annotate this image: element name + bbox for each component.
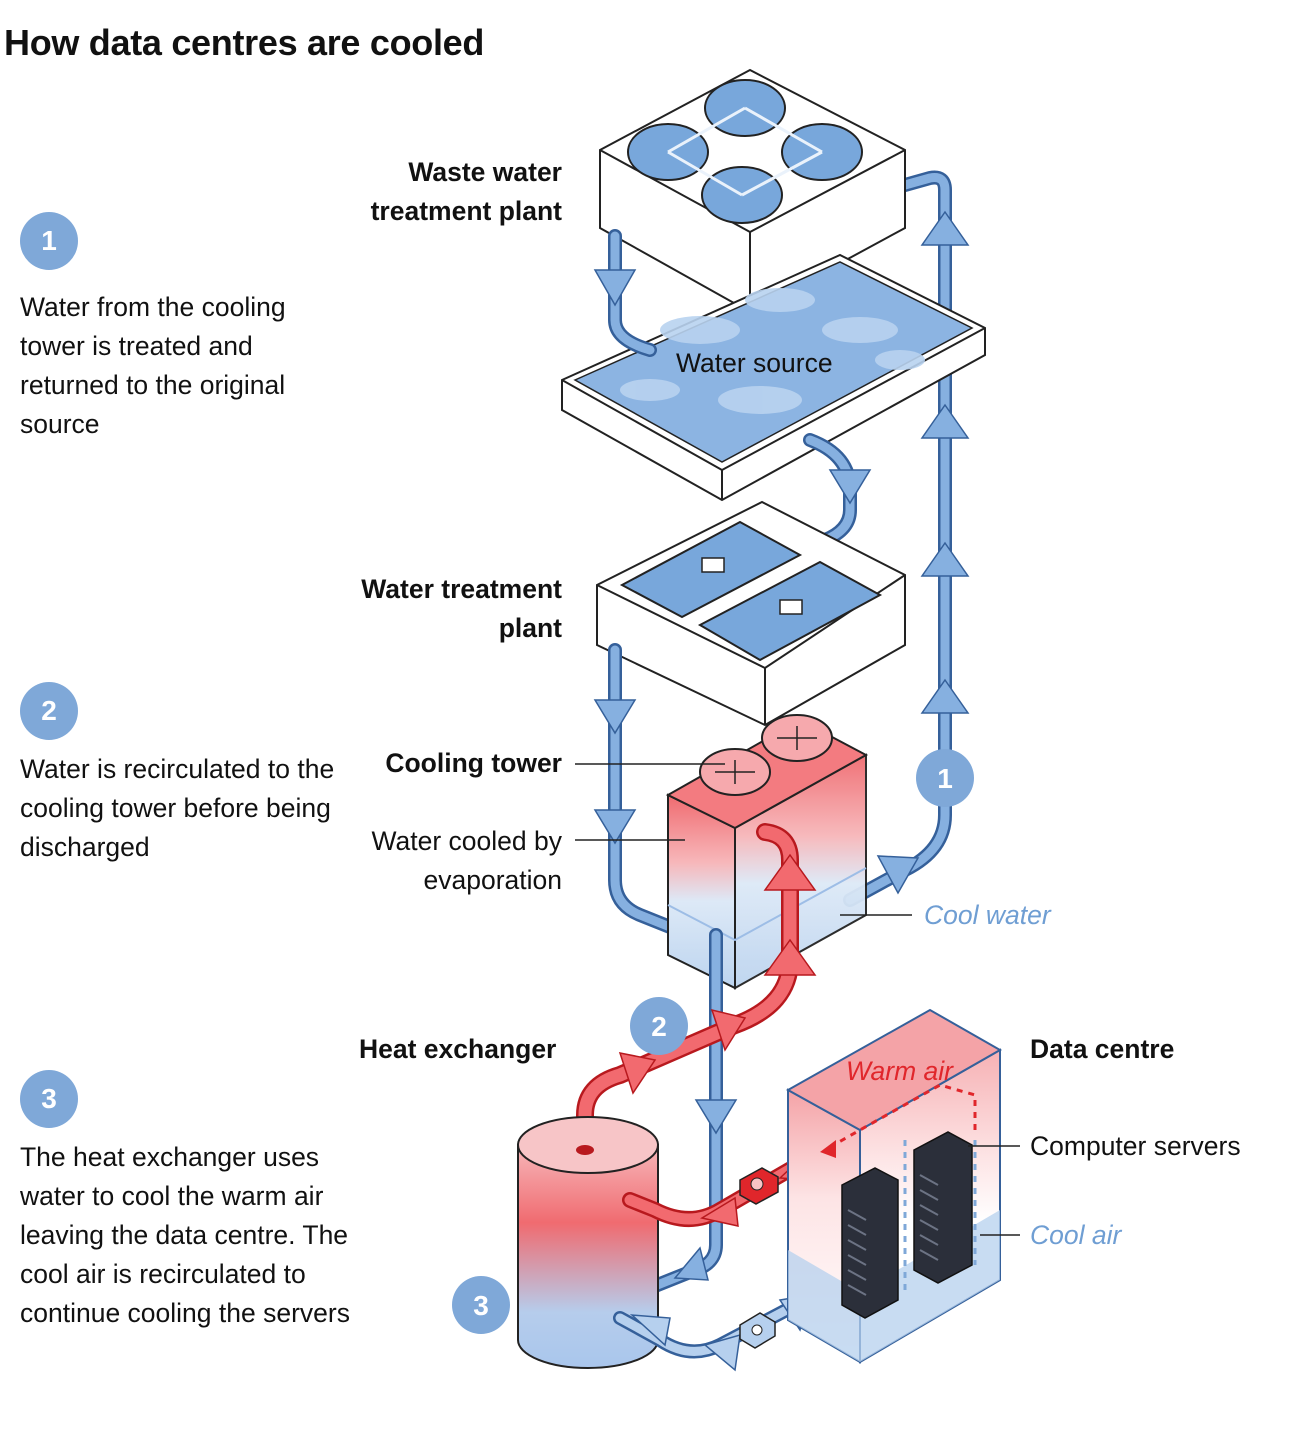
- arrow-down-1: [593, 269, 637, 307]
- diagram-badge-1: [916, 749, 974, 807]
- step-2-text: Water is recirculated to the cooling tow…: [20, 754, 335, 862]
- cooling-tower-icon: [665, 714, 869, 990]
- return-pipe-arrows: [876, 210, 970, 895]
- treatment-to-tower-pipe: [608, 643, 697, 942]
- blue-fan-icon: [739, 1312, 776, 1349]
- server-rack-2: [913, 1131, 973, 1284]
- water-treatment-plant-icon: [596, 500, 906, 727]
- label-water-source: Water source: [676, 348, 833, 378]
- water-source-icon: [561, 253, 986, 502]
- arrow-down-5: [694, 1099, 738, 1135]
- label-cool-air: Cool air: [1030, 1220, 1122, 1250]
- hot-pipe-arrows: [618, 853, 817, 1095]
- diagram-badge-2: [630, 997, 688, 1055]
- diagram-badge-2-number: 2: [651, 1011, 667, 1042]
- step-1-text: Water from the cooling tower is treated …: [20, 292, 286, 439]
- red-fan-icon: [739, 1167, 779, 1205]
- step-2-badge: 2: [20, 682, 78, 740]
- step-1-badge: 1: [20, 212, 78, 270]
- label-waste-water-plant: Waste water treatment plant: [370, 157, 562, 226]
- return-pipe: [843, 170, 952, 907]
- arrow-down-4: [593, 809, 637, 845]
- label-cool-water: Cool water: [924, 900, 1051, 930]
- label-data-centre: Data centre: [1030, 1034, 1175, 1064]
- diagram-badge-3: [452, 1276, 510, 1334]
- page-title: How data centres are cooled: [4, 22, 485, 63]
- diagram-badge-3-number: 3: [473, 1290, 489, 1321]
- waste-to-source-pipe: [608, 229, 657, 357]
- label-warm-air: Warm air: [846, 1056, 953, 1086]
- server-rack-1: [841, 1167, 899, 1319]
- data-centre-icon: [785, 1008, 1003, 1364]
- diagram-badge-1-number: 1: [937, 763, 953, 794]
- label-heat-exchanger: Heat exchanger: [359, 1034, 557, 1064]
- label-water-cooled: Water cooled by evaporation: [371, 826, 563, 895]
- label-water-treatment-plant: Water treatment plant: [361, 574, 562, 643]
- waste-water-plant-icon: [599, 68, 906, 314]
- leader-lines: [575, 763, 1020, 1236]
- label-computer-servers: Computer servers: [1030, 1131, 1241, 1161]
- step-3-text: The heat exchanger uses water to cool th…: [20, 1142, 350, 1328]
- step-3-badge: 3: [20, 1070, 78, 1128]
- label-cooling-tower: Cooling tower: [385, 748, 562, 778]
- hot-pipe: [576, 823, 799, 1159]
- arrow-down-6: [673, 1246, 709, 1281]
- arrow-down-3: [593, 699, 637, 735]
- arrow-down-2: [828, 469, 872, 505]
